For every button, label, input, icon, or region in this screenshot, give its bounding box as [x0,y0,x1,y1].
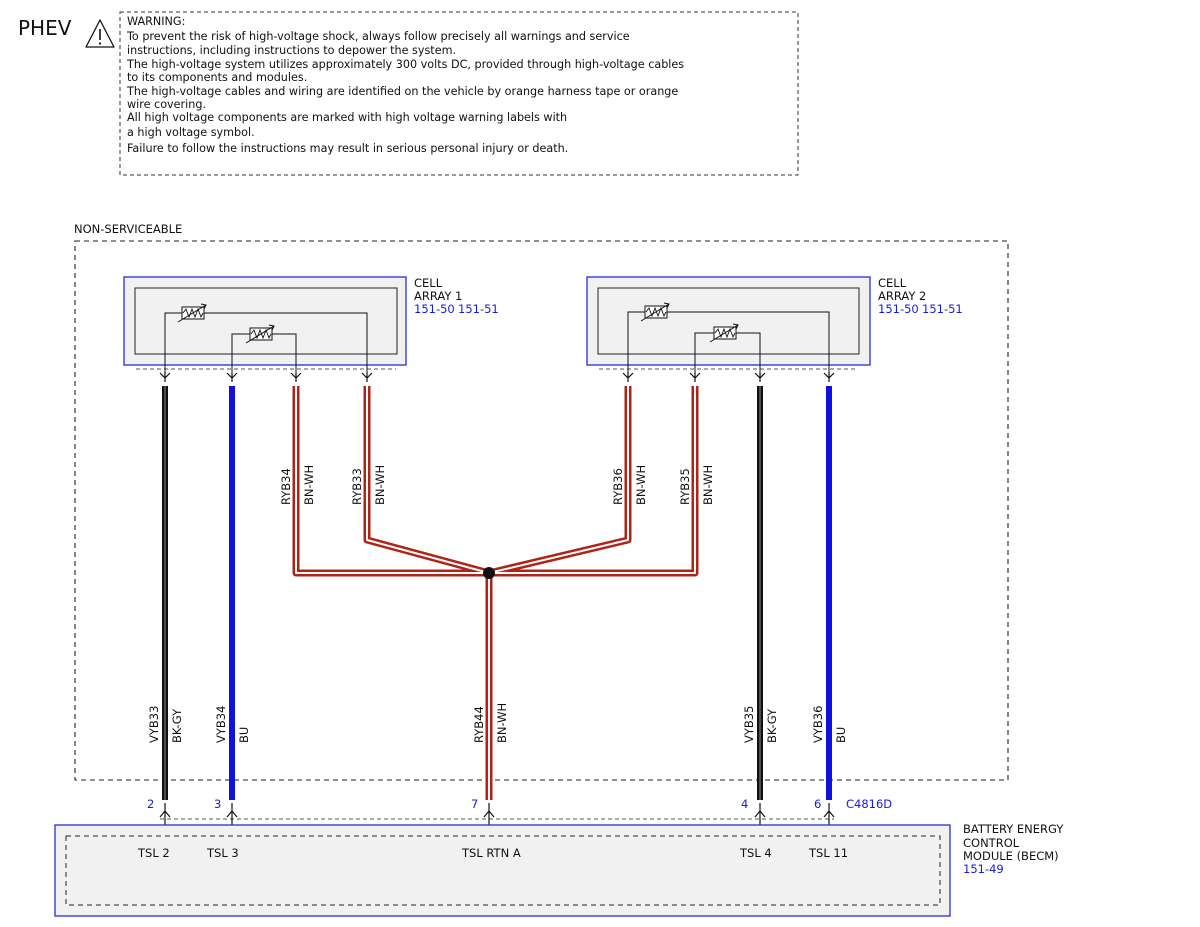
terminal-label: TSL RTN A [461,846,521,860]
warning-line: WARNING: [127,15,185,28]
terminal-label: TSL 3 [206,846,239,860]
wire-color-label: BU [834,727,848,743]
cell-array-1-ref[interactable]: 151-50 [414,302,455,316]
wire-color-label: BN-WH [302,465,316,505]
wire-circuit-label: VYB36 [811,706,825,743]
wire-circuit-label: VYB33 [147,706,161,743]
warning-box [119,11,799,176]
terminal-label: TSL 4 [739,846,772,860]
pin-number: 3 [214,797,221,811]
wire-color-label: BN-WH [634,465,648,505]
wire-color-label: BK-GY [765,708,779,743]
thermistor-icon [640,302,670,322]
wire-color-label: BN-WH [373,465,387,505]
wire-circuit-label: VYB35 [742,706,756,743]
module-label: MODULE (BECM) [963,849,1059,863]
warning-line: All high voltage components are marked w… [127,111,567,124]
becm-module [54,824,951,917]
cell-array-2 [586,276,871,382]
wire-color-label: BN-WH [701,465,715,505]
wire-labels: RYB34 BN-WH RYB33 BN-WH RYB36 BN-WH RYB3… [147,465,848,743]
thermistor-icon [709,323,739,343]
wire-circuit-label: RYB35 [678,468,692,505]
warning-line: Failure to follow the instructions may r… [127,142,568,155]
warning-line: The high-voltage system utilizes approxi… [126,58,684,71]
cell-array-2-ref[interactable]: 151-51 [922,302,963,316]
cell-array-1-label: ARRAY 1 [414,289,462,303]
terminal-label: TSL 2 [137,846,170,860]
module-ref[interactable]: 151-49 [963,862,1004,876]
warning-line: instructions, including instructions to … [127,44,456,57]
wire-color-label: BU [237,727,251,743]
cell-array-1-label: CELL [414,276,443,290]
terminal-label: TSL 11 [808,846,848,860]
warning-line: wire covering. [127,98,206,111]
brown-wire-bundle [292,386,699,800]
thermistor-icon [245,324,275,344]
cell-array-2-label: CELL [878,276,907,290]
wire-circuit-label: RYB33 [350,468,364,505]
sense-wires [162,386,832,800]
pin-number: 4 [741,797,748,811]
cell-array-1-ref[interactable]: 151-51 [458,302,499,316]
splice-point [483,567,495,579]
wire-circuit-label: RYB34 [279,468,293,505]
cell-array-2-ref[interactable]: 151-50 [878,302,919,316]
wire-color-label: BN-WH [495,703,509,743]
wire-circuit-label: RYB36 [611,468,625,505]
wire-circuit-label: VYB34 [214,706,228,743]
cell-array-2-label: ARRAY 2 [878,289,926,303]
wire-color-label: BK-GY [170,708,184,743]
module-label: BATTERY ENERGY [963,822,1064,836]
warning-line: a high voltage symbol. [127,126,255,139]
cell-array-1 [123,276,407,382]
thermistor-icon [177,303,207,323]
connector-id[interactable]: C4816D [846,797,892,811]
pin-number: 2 [147,797,154,811]
warning-line: to its components and modules. [127,71,307,84]
warning-triangle-icon [85,19,115,48]
warning-text: WARNING: To prevent the risk of high-vol… [126,15,684,155]
warning-line: The high-voltage cables and wiring are i… [126,85,678,98]
pin-number: 7 [471,797,478,811]
warning-line: To prevent the risk of high-voltage shoc… [126,30,630,43]
wire-circuit-label: RYB44 [472,706,486,743]
module-label: CONTROL [963,836,1020,850]
non-serviceable-zone [74,240,1009,781]
zone-label: NON-SERVICEABLE [74,222,182,236]
pin-number: 6 [814,797,821,811]
vehicle-variant-label: PHEV [18,16,72,40]
